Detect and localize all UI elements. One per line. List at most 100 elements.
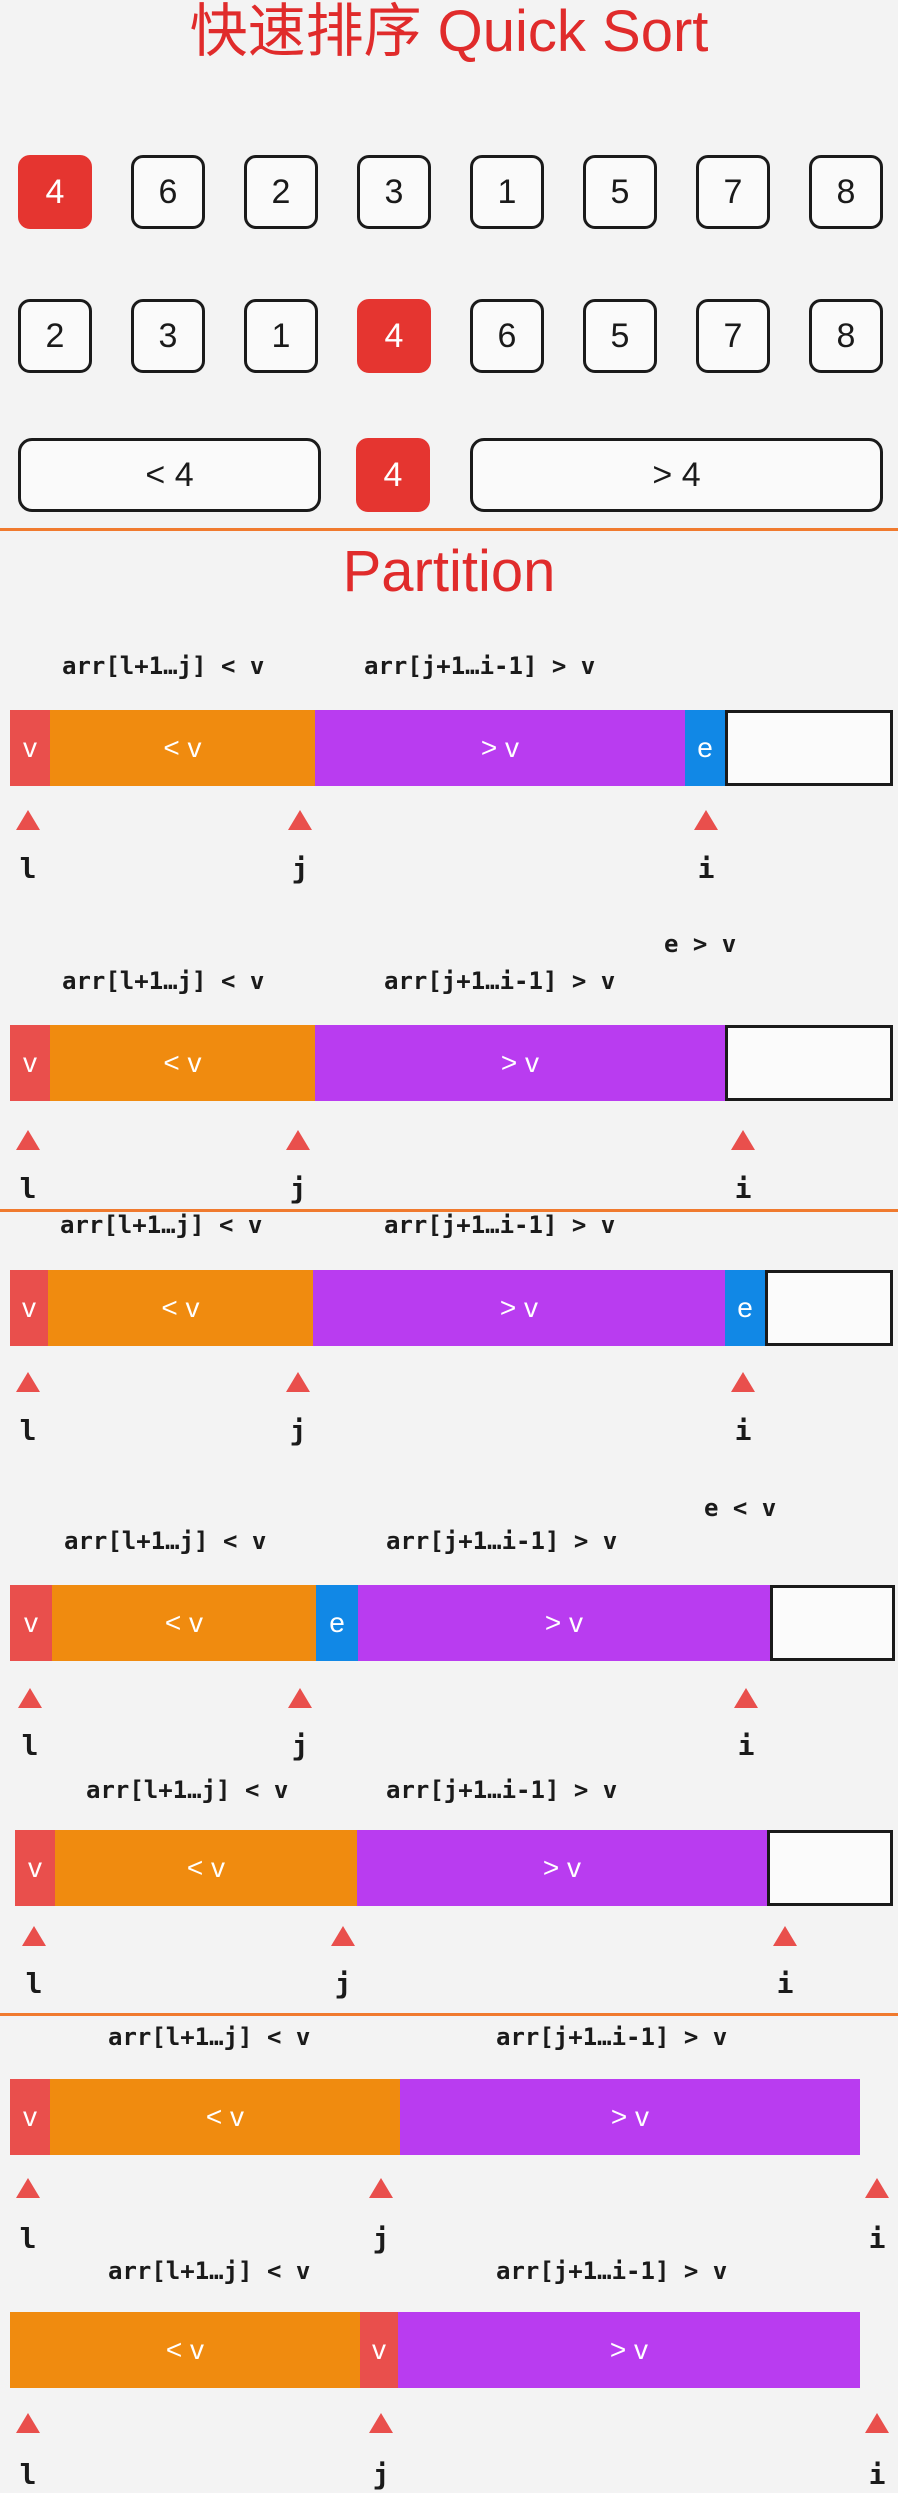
- pointer-l-marker: [16, 1130, 40, 1150]
- section-divider: [0, 2013, 898, 2016]
- array-cell: 2: [244, 155, 318, 229]
- range-label-less: arr[l+1…j] < v: [86, 1776, 289, 1804]
- pointer-i-marker: [773, 1926, 797, 1946]
- array-cell: 2: [18, 299, 92, 373]
- range-label-greater: arr[j+1…i-1] > v: [364, 652, 596, 680]
- greater-than-segment: > v: [398, 2312, 860, 2388]
- pointer-j-label: j: [372, 2222, 390, 2255]
- comparison-note: e < v: [704, 1494, 777, 1522]
- pointer-j-label: j: [289, 1172, 307, 1205]
- range-label-less: arr[l+1…j] < v: [64, 1527, 267, 1555]
- section-divider: [0, 1209, 898, 1212]
- pointer-i-marker: [731, 1372, 755, 1392]
- less-than-segment: < v: [50, 1025, 315, 1101]
- pointer-i-label: i: [737, 1729, 755, 1762]
- pointer-i-label: i: [734, 1172, 752, 1205]
- pivot-segment: v: [10, 1585, 52, 1661]
- pointer-l-marker: [22, 1926, 46, 1946]
- pointer-j-label: j: [334, 1967, 352, 2000]
- pointer-j-marker: [288, 1688, 312, 1708]
- pointer-l-label: l: [21, 1729, 39, 1762]
- pointer-l-label: l: [19, 2458, 37, 2491]
- unprocessed-segment: [770, 1585, 895, 1661]
- array-cell: 1: [470, 155, 544, 229]
- array-cell: 5: [583, 299, 657, 373]
- greater-than-segment: > v: [315, 710, 685, 786]
- pointer-l-marker: [18, 1688, 42, 1708]
- array-cell: 5: [583, 155, 657, 229]
- range-label-greater: arr[j+1…i-1] > v: [386, 1527, 618, 1555]
- pointer-j-label: j: [372, 2458, 390, 2491]
- current-element-segment: e: [725, 1270, 765, 1346]
- pivot-segment: v: [360, 2312, 398, 2388]
- pointer-i-marker: [731, 1130, 755, 1150]
- range-label-greater: arr[j+1…i-1] > v: [386, 1776, 618, 1804]
- range-label-less: arr[l+1…j] < v: [108, 2023, 311, 2051]
- less-than-segment: < v: [52, 1585, 316, 1661]
- pointer-i-marker: [734, 1688, 758, 1708]
- pointer-l-label: l: [25, 1967, 43, 2000]
- section-divider: [0, 528, 898, 531]
- less-than-segment: < v: [55, 1830, 357, 1906]
- pointer-l-marker: [16, 2178, 40, 2198]
- pointer-j-marker: [286, 1130, 310, 1150]
- array-cell: 1: [244, 299, 318, 373]
- array-cell: 8: [809, 299, 883, 373]
- pivot-segment: v: [15, 1830, 55, 1906]
- less-than-segment: < v: [50, 710, 315, 786]
- pointer-i-label: i: [868, 2458, 886, 2491]
- greater-than-segment: > v: [358, 1585, 770, 1661]
- pointer-j-label: j: [291, 1729, 309, 1762]
- array-cell: 6: [470, 299, 544, 373]
- page-title: 快速排序 Quick Sort: [189, 0, 709, 64]
- pointer-i-marker: [694, 810, 718, 830]
- pointer-j-marker: [286, 1372, 310, 1392]
- less-than-segment: < v: [50, 2079, 400, 2155]
- pointer-i-label: i: [697, 852, 715, 885]
- pointer-l-label: l: [19, 852, 37, 885]
- greater-than-segment: > v: [400, 2079, 860, 2155]
- comparison-note: e > v: [664, 930, 737, 958]
- range-label-less: arr[l+1…j] < v: [60, 1211, 263, 1239]
- pivot-box: 4: [356, 438, 430, 512]
- greater-than-segment: > v: [357, 1830, 767, 1906]
- range-label-greater: arr[j+1…i-1] > v: [496, 2023, 728, 2051]
- array-cell: 7: [696, 155, 770, 229]
- greater-than-segment: > v: [313, 1270, 725, 1346]
- less-than-segment: < v: [10, 2312, 360, 2388]
- pointer-i-label: i: [776, 1967, 794, 2000]
- pointer-i-label: i: [734, 1414, 752, 1447]
- less-than-group: < 4: [18, 438, 321, 512]
- pointer-i-marker: [865, 2178, 889, 2198]
- pointer-j-marker: [288, 810, 312, 830]
- partition-title: Partition: [342, 539, 556, 604]
- pointer-i-marker: [865, 2413, 889, 2433]
- greater-than-segment: > v: [315, 1025, 725, 1101]
- pointer-j-label: j: [291, 852, 309, 885]
- pointer-l-marker: [16, 810, 40, 830]
- pivot-segment: v: [10, 2079, 50, 2155]
- unprocessed-segment: [767, 1830, 893, 1906]
- pointer-l-marker: [16, 1372, 40, 1392]
- array-cell: 8: [809, 155, 883, 229]
- pointer-l-label: l: [19, 2222, 37, 2255]
- pointer-j-marker: [331, 1926, 355, 1946]
- current-element-segment: e: [316, 1585, 358, 1661]
- pointer-i-label: i: [868, 2222, 886, 2255]
- array-cell: 4: [18, 155, 92, 229]
- unprocessed-segment: [725, 1025, 893, 1101]
- range-label-less: arr[l+1…j] < v: [108, 2257, 311, 2285]
- pointer-l-label: l: [19, 1414, 37, 1447]
- pointer-j-marker: [369, 2413, 393, 2433]
- pointer-j-marker: [369, 2178, 393, 2198]
- pivot-segment: v: [10, 710, 50, 786]
- array-cell: 3: [357, 155, 431, 229]
- greater-than-group: > 4: [470, 438, 883, 512]
- range-label-greater: arr[j+1…i-1] > v: [496, 2257, 728, 2285]
- range-label-greater: arr[j+1…i-1] > v: [384, 967, 616, 995]
- range-label-less: arr[l+1…j] < v: [62, 967, 265, 995]
- range-label-greater: arr[j+1…i-1] > v: [384, 1211, 616, 1239]
- unprocessed-segment: [765, 1270, 893, 1346]
- array-cell: 6: [131, 155, 205, 229]
- pivot-segment: v: [10, 1270, 48, 1346]
